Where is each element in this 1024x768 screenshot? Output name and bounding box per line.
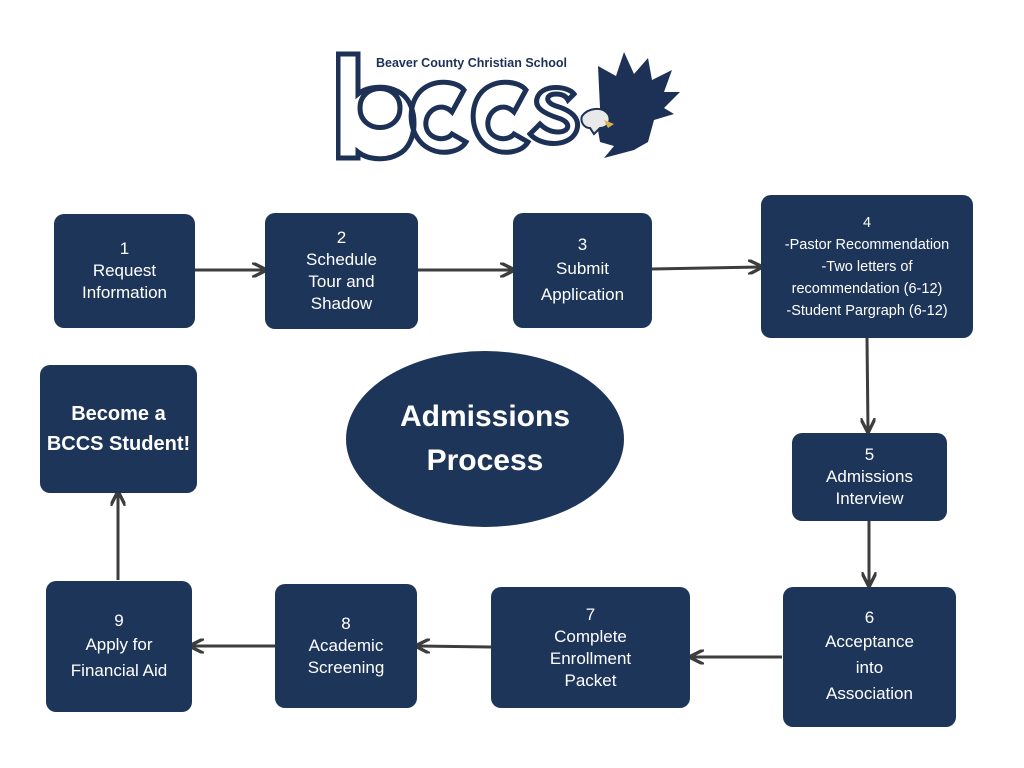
final-step-label: Become a BCCS Student! — [46, 403, 191, 455]
step-label: Submit Application — [540, 258, 625, 304]
step-8-box: 8 Academic Screening — [275, 584, 417, 708]
step-4-box: 4 -Pastor Recommendation -Two letters of… — [761, 195, 973, 338]
step-5-box: 5 Admissions Interview — [792, 433, 947, 521]
step-3-box: 3 Submit Application — [513, 213, 652, 328]
step-6-box: 6 Acceptance into Association — [783, 587, 956, 727]
step-number: 7 — [585, 604, 596, 624]
step-number: 3 — [577, 234, 588, 254]
step-9-box: 9 Apply for Financial Aid — [46, 581, 192, 712]
step-label: Complete Enrollment Packet — [549, 626, 632, 690]
arrow-3-4 — [651, 267, 760, 269]
arrow-7-8 — [418, 646, 492, 647]
step-number: 5 — [864, 445, 875, 464]
school-name: Beaver County Christian School — [376, 56, 568, 70]
step-number: 1 — [119, 239, 130, 258]
step-number: 2 — [336, 228, 347, 247]
step-label: Request Information — [81, 261, 168, 302]
step-label: Acceptance into Association — [825, 632, 914, 703]
step-label: Admissions Interview — [826, 467, 913, 508]
step-label: Apply for Financial Aid — [70, 634, 168, 680]
step-number: 9 — [114, 610, 124, 630]
arrow-4-5 — [867, 337, 868, 430]
step-number: 8 — [341, 614, 351, 633]
step-2-box: 2 Schedule Tour and Shadow — [265, 213, 418, 329]
bccs-logo-graphic — [336, 51, 680, 162]
step-label: Schedule Tour and Shadow — [306, 250, 377, 313]
step-number: 6 — [864, 608, 875, 627]
step-label: -Pastor Recommendation -Two letters of r… — [784, 236, 950, 319]
school-logo: Beaver County Christian School — [336, 46, 688, 162]
eagle-icon — [580, 52, 680, 158]
step-number: 4 — [862, 214, 872, 231]
step-7-box: 7 Complete Enrollment Packet — [491, 587, 690, 708]
step-label: Academic Screening — [307, 636, 385, 677]
step-1-box: 1 Request Information — [54, 214, 195, 328]
final-step-box: Become a BCCS Student! — [40, 365, 197, 493]
admissions-process-title: Admissions Process — [346, 351, 624, 527]
